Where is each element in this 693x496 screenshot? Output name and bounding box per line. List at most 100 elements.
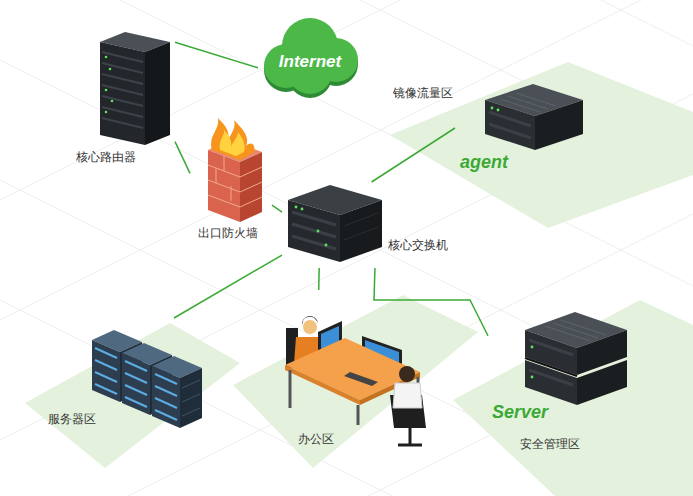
chair-base	[398, 444, 422, 447]
chair-post	[409, 428, 412, 444]
switch-row	[292, 236, 336, 249]
agent-bay	[489, 112, 531, 126]
grid-line	[0, 0, 693, 320]
grid-line	[0, 180, 693, 496]
switch-rows	[292, 212, 336, 249]
rack-slats	[102, 52, 143, 128]
agent-vent	[508, 96, 548, 109]
zone-floor	[390, 62, 693, 228]
server-bay	[529, 370, 573, 385]
network-link	[174, 255, 282, 318]
agent-led	[491, 107, 494, 110]
mirror-traffic-zone: 镜像流量区agent	[378, 50, 693, 230]
person-shirt	[393, 383, 422, 408]
server-zone: 服务器区	[20, 318, 240, 470]
switch-side-lines	[344, 213, 378, 240]
rack-front	[100, 42, 145, 145]
server-led	[531, 346, 534, 349]
switch-led	[325, 244, 328, 247]
switch-row	[292, 212, 336, 225]
brick-line	[224, 156, 225, 171]
core-router: 核心路由器	[70, 28, 175, 170]
node-label: 服务器区	[48, 412, 96, 426]
switch-led	[317, 230, 320, 233]
switch-side-line	[344, 227, 378, 240]
security-management-zone: 安全管理区 Server	[445, 285, 693, 496]
rack-slat	[102, 63, 143, 73]
agent-server: agent	[455, 78, 588, 178]
node-label: 安全管理区	[520, 437, 580, 451]
switch-front	[288, 200, 340, 262]
internet-cloud: Internet	[258, 8, 362, 100]
brick-line	[240, 167, 262, 177]
cloud-body	[264, 18, 358, 94]
rack-slat	[102, 52, 143, 62]
desk-leg	[289, 370, 292, 408]
brick-line	[240, 182, 262, 192]
wall-front	[208, 150, 240, 222]
rack-slat	[102, 96, 143, 106]
management-server: Server	[488, 305, 632, 428]
switch-led	[301, 208, 304, 211]
server-led	[531, 376, 534, 379]
server-stack	[525, 312, 627, 405]
server-bays	[529, 340, 573, 385]
network-link	[318, 268, 320, 290]
rack-leds	[105, 56, 114, 114]
zone-outline	[228, 290, 480, 472]
server-vents	[545, 320, 606, 341]
network-link	[175, 42, 258, 68]
switch-row	[292, 224, 336, 237]
brick-line	[208, 195, 240, 207]
switch-box	[288, 185, 382, 262]
core-switch: 核心交换机	[282, 182, 451, 268]
agent-bay	[489, 124, 531, 138]
agent-led	[497, 109, 500, 112]
brick-line	[240, 197, 262, 207]
zone-outline	[20, 318, 240, 470]
brick-lines	[208, 156, 262, 207]
agent-vent	[516, 93, 556, 106]
switch-leds	[295, 206, 328, 247]
agent-vents	[500, 93, 556, 112]
server-vent	[561, 320, 606, 335]
brick-line	[231, 186, 232, 201]
agent-bays	[489, 112, 531, 138]
zone-floor	[233, 295, 478, 468]
router-rack	[100, 32, 170, 145]
person-face	[303, 320, 317, 334]
node-label: 出口防火墙	[198, 226, 258, 240]
node-label: 核心交换机	[388, 238, 448, 252]
switch-led	[295, 206, 298, 209]
rack-slat	[102, 118, 143, 128]
wall-side	[240, 152, 262, 222]
grid-line	[0, 0, 693, 46]
person-hair	[302, 316, 318, 325]
keyboard	[344, 372, 378, 386]
server-bay	[529, 340, 573, 355]
rack-slat	[102, 85, 143, 95]
node-label: 办公区	[298, 432, 334, 446]
network-link	[175, 142, 190, 174]
node-label: Server	[492, 402, 548, 424]
agent-vent	[500, 99, 540, 112]
zone-floor	[25, 323, 240, 468]
office-zone: 办公区	[228, 290, 480, 472]
brick-line	[208, 180, 240, 192]
agent-leds	[491, 107, 500, 112]
server-seam	[525, 358, 577, 376]
brick-line	[216, 168, 217, 183]
zone-floor	[453, 300, 693, 496]
rack-side	[145, 42, 170, 145]
rack-led	[105, 111, 108, 114]
node-label: Internet	[279, 52, 341, 72]
desk-leg	[357, 405, 360, 425]
network-link	[272, 205, 282, 212]
rack-led	[105, 56, 108, 59]
person-head	[399, 366, 415, 382]
switch-side	[340, 200, 382, 262]
node-label: 镜像流量区	[393, 86, 453, 100]
